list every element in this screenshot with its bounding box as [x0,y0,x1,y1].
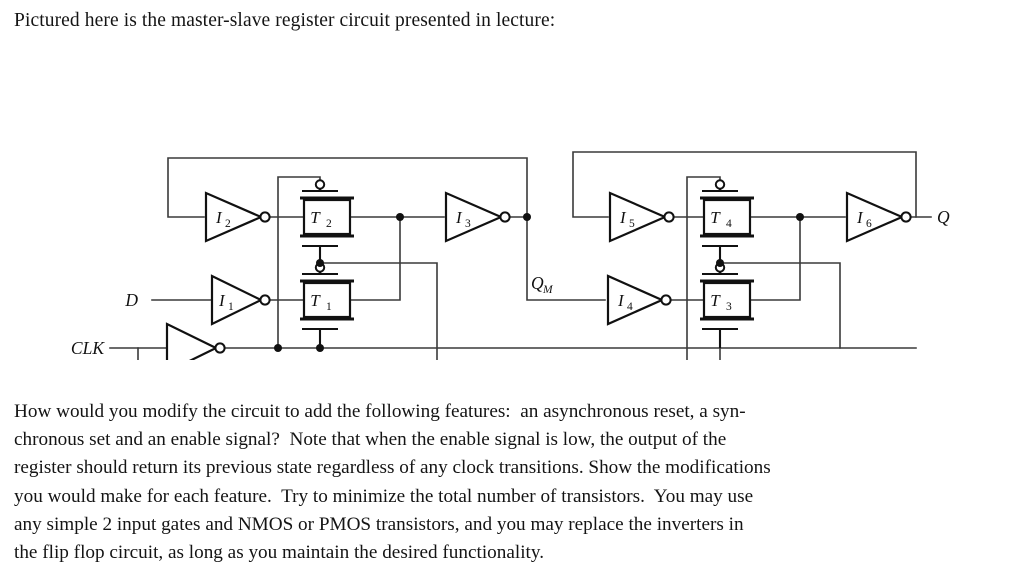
t4-label-sub: 4 [726,218,732,230]
dot-clkbar-t1gate [316,344,324,352]
i3-output-bubble-icon [499,211,511,223]
qm-wires [526,216,606,301]
t4-label: T [710,208,721,227]
label-q-output: Q [937,207,950,227]
slave-stage-wires [572,151,932,360]
wire-master-top-feedback [167,157,528,218]
intro-paragraph: Pictured here is the master-slave regist… [14,10,556,31]
inverter-I1[interactable]: I 1 [210,274,271,326]
transmission-gate-T2[interactable]: T 2 [300,179,354,263]
question-line-3: register should return its previous stat… [14,457,771,479]
t3-label-sub: 3 [726,301,732,313]
i5-output-bubble-icon [663,211,675,223]
i2-triangle [204,191,264,243]
wire-t4n-t3p-gate-node [719,262,841,349]
label-clk-input: CLK [71,338,105,358]
inverter-clock[interactable] [165,322,226,360]
i3-triangle [444,191,504,243]
i4-triangle [606,274,665,326]
port-labels: D CLK Q M Q [71,207,950,358]
t2-body [302,198,352,236]
t3-body [702,281,752,319]
t1-label: T [310,291,321,310]
wire-qm-down-to-i4 [526,216,606,301]
i2-output-bubble-icon [259,211,271,223]
question-line-6: the flip flop circuit, as long as you ma… [14,542,545,564]
i1-output-bubble-icon [259,294,271,306]
i5-label: I [619,208,627,227]
transmission-gate-T1[interactable]: T 1 [300,262,354,348]
i6-output-bubble-icon [900,211,912,223]
t4-body [702,198,752,236]
wire-clk-tap-down [137,347,139,360]
question-paragraph: How would you modify the circuit to add … [14,398,1011,567]
i4-label-sub: 4 [627,301,633,313]
t2-label: T [310,208,321,227]
dot-slave-node [796,213,804,221]
wire-t2n-t1p-gate-node [319,262,438,360]
dot-master-node [396,213,404,221]
i5-label-sub: 5 [629,218,635,230]
label-d-input: D [124,290,138,310]
wire-t3-out-to-node [749,216,801,301]
t1-label-sub: 1 [326,301,332,313]
inverter-I4[interactable]: I 4 [606,274,672,326]
master-stage-wires [151,157,528,360]
t3-label: T [710,291,721,310]
inverter-I5[interactable]: I 5 [608,191,675,243]
i2-label-sub: 2 [225,218,231,230]
dot-t4n-t3p-gate [716,259,724,267]
question-line-4: you would make for each feature. Try to … [14,485,754,507]
i3-label: I [455,208,463,227]
transmission-gate-T4[interactable]: T 4 [700,179,754,263]
junction-dots [274,213,804,352]
label-qm-sub: M [542,284,554,296]
dot-t2n-t1p-gate [316,259,324,267]
t4-pmos-bubble-icon [714,179,726,190]
clock-inverter-triangle [165,322,219,360]
i6-triangle [845,191,905,243]
i6-label: I [856,208,864,227]
question-line-2: chronous set and an enable signal? Note … [14,429,727,451]
i4-label: I [617,291,625,310]
i5-triangle [608,191,668,243]
clock-inverter-output-bubble-icon [214,342,226,354]
circuit-svg: T 2 T 1 [71,151,950,360]
question-line-5: any simple 2 input gates and NMOS or PMO… [14,513,744,535]
circuit-figure: T 2 T 1 [0,60,1024,360]
wire-slave-top-feedback [572,151,917,218]
t1-body [302,281,352,319]
question-line-1: How would you modify the circuit to add … [14,401,746,422]
inverter-I2[interactable]: I 2 [204,191,271,243]
wire-t1-out-to-node [349,216,401,301]
label-qm: Q [531,273,544,293]
dot-qm-node [523,213,531,221]
i2-label: I [215,208,223,227]
inverter-I3[interactable]: I 3 [444,191,511,243]
inverter-I6[interactable]: I 6 [845,191,912,243]
dot-clkbar-pcol [274,344,282,352]
i6-label-sub: 6 [866,218,872,230]
i1-triangle [210,274,264,326]
t2-label-sub: 2 [326,218,332,230]
i1-label: I [218,291,226,310]
i1-label-sub: 1 [228,301,234,313]
transmission-gate-T3[interactable]: T 3 [700,262,754,348]
i3-label-sub: 3 [465,218,471,230]
i4-output-bubble-icon [660,294,672,306]
t2-pmos-bubble-icon [314,179,326,190]
clock-wires [109,347,917,360]
